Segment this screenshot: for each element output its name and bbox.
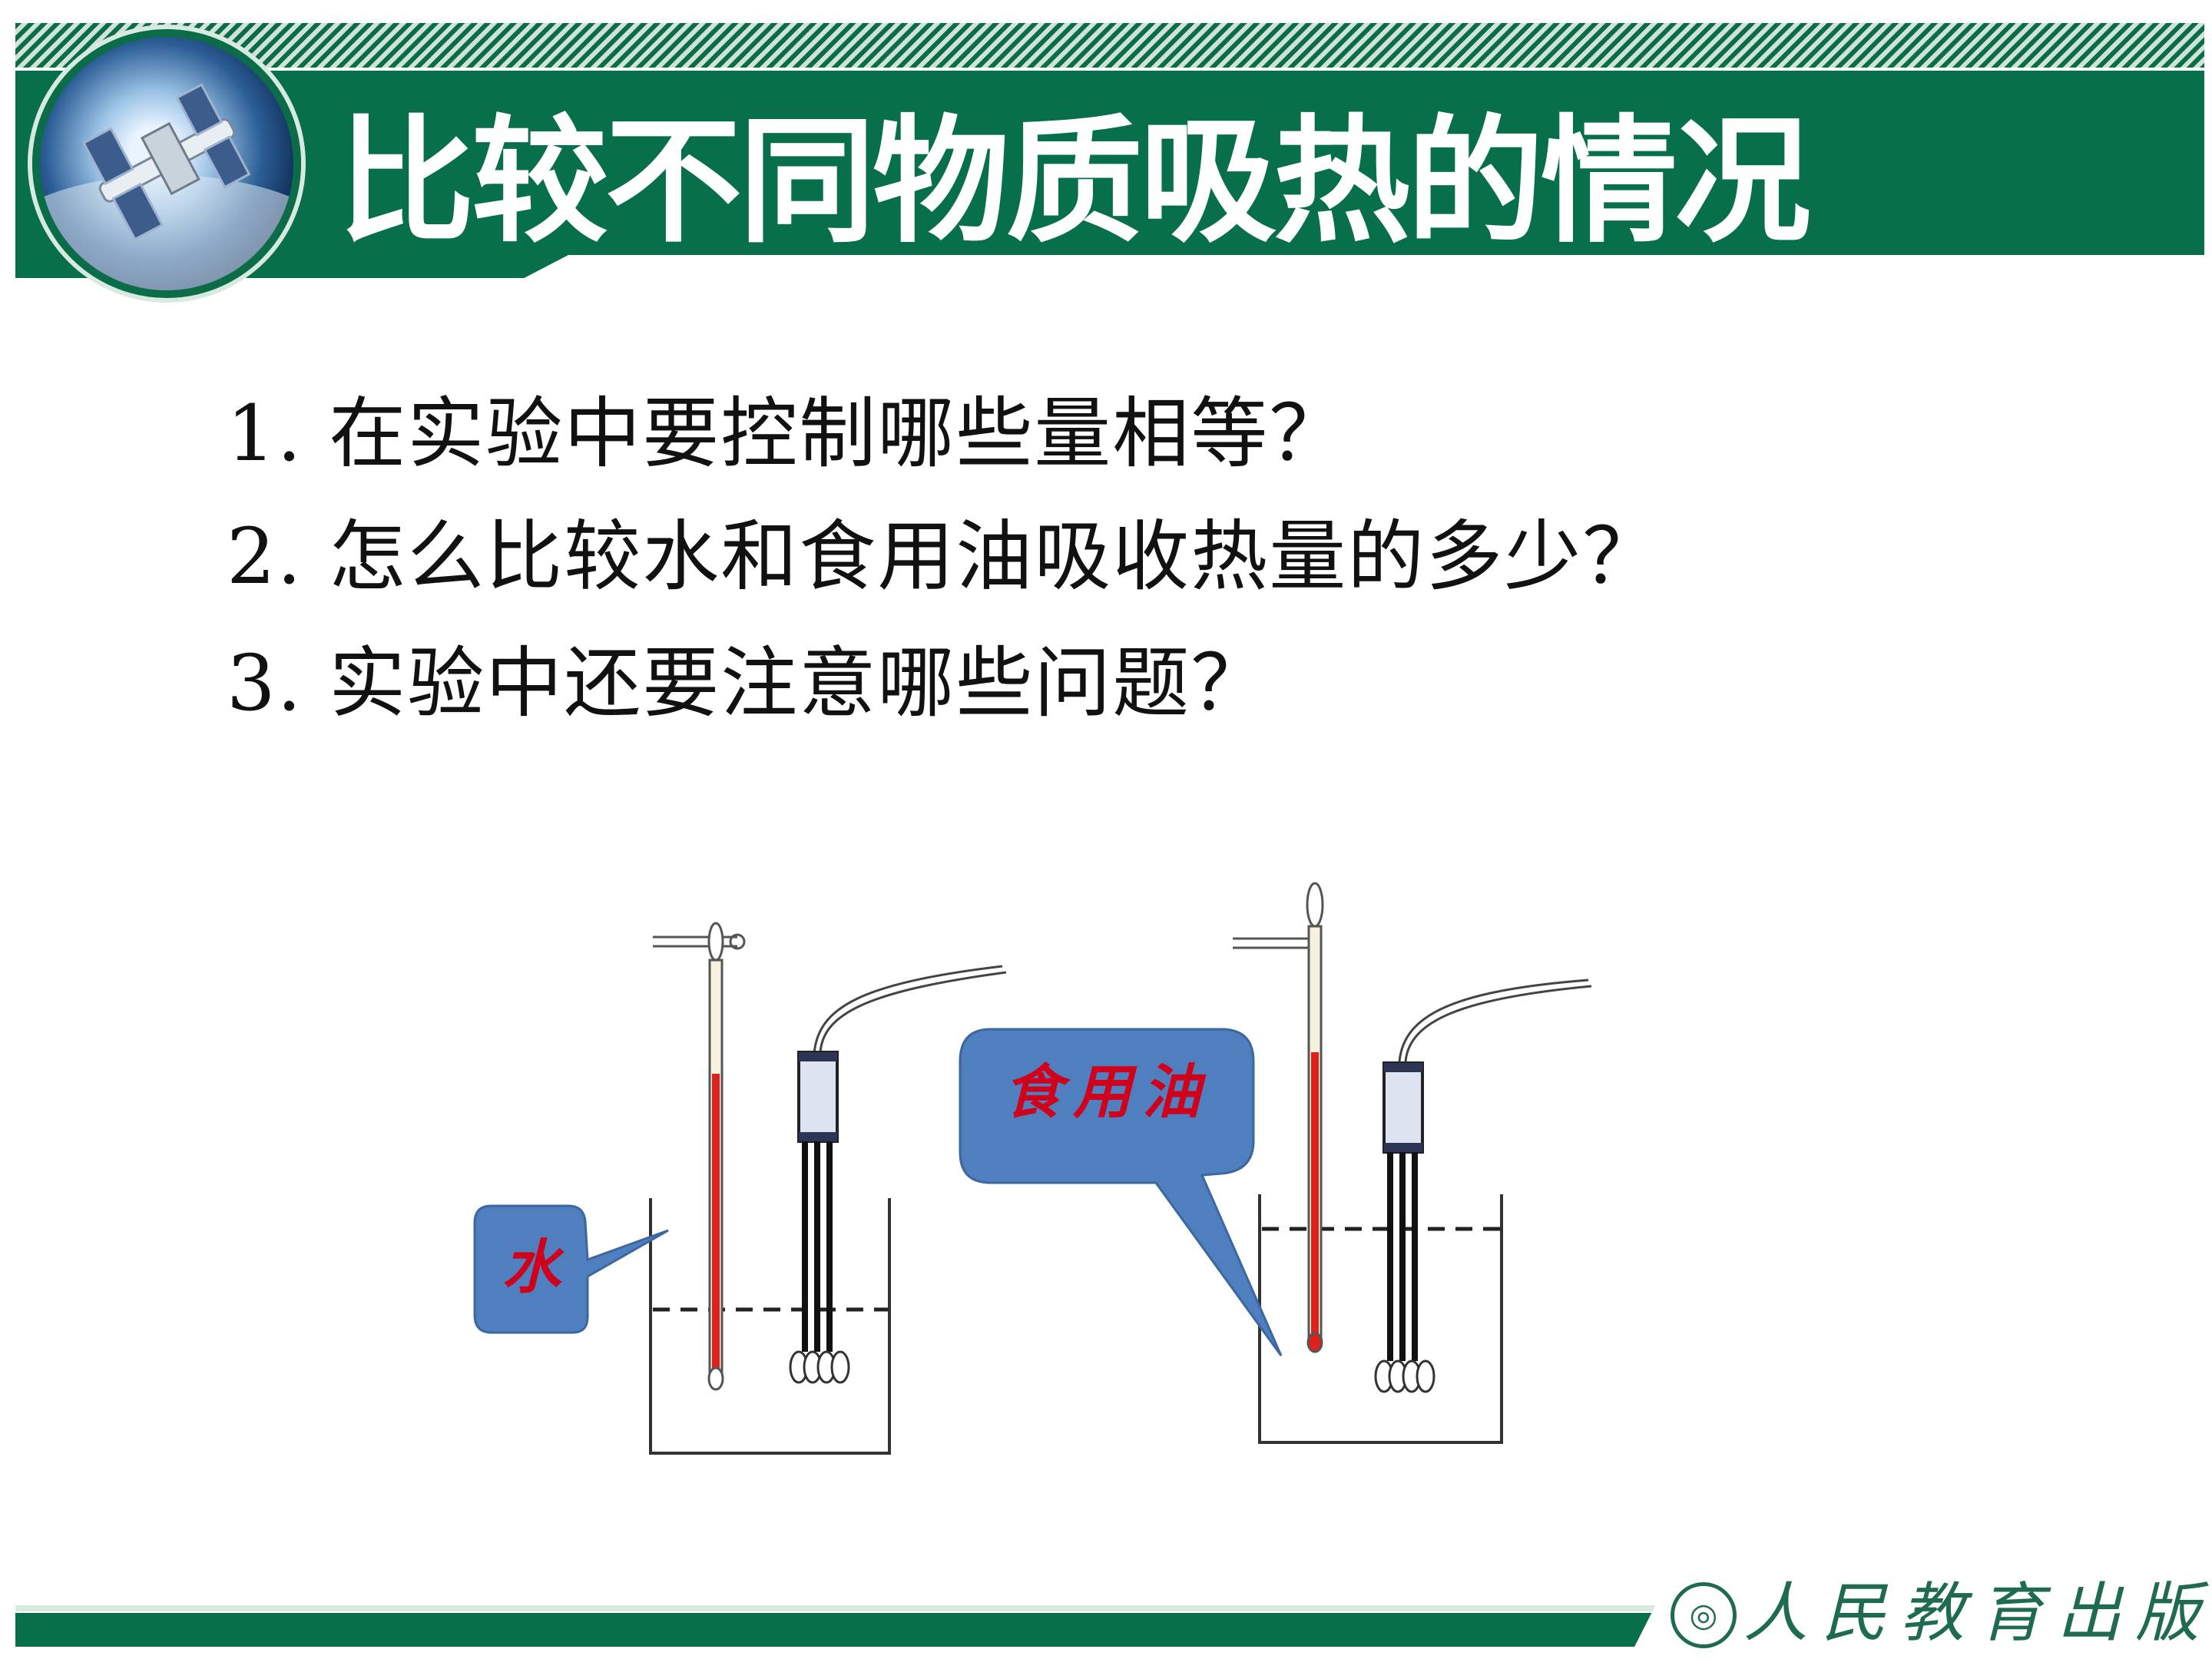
oil-label: 食用油 bbox=[1004, 1058, 1211, 1126]
header-hatch bbox=[15, 23, 2204, 68]
left-thermometer-mercury bbox=[712, 1074, 720, 1375]
space-station-icon bbox=[40, 83, 293, 290]
question-text: 怎么比较水和食用油吸收热量的多少？ bbox=[329, 512, 1661, 601]
question-number: 1. bbox=[227, 389, 303, 478]
question-2: 2. 怎么比较水和食用油吸收热量的多少？ bbox=[227, 511, 1661, 603]
right-heater-cable bbox=[1404, 985, 1592, 1062]
question-number: 2. bbox=[227, 512, 303, 601]
left-heater-head bbox=[797, 1051, 839, 1143]
water-callout: 水 bbox=[473, 1204, 669, 1334]
oil-callout: 食用油 bbox=[959, 1028, 1283, 1356]
right-thermometer-mercury bbox=[1311, 1052, 1319, 1341]
question-number: 3. bbox=[227, 638, 303, 728]
water-label: 水 bbox=[502, 1233, 565, 1301]
left-thermometer-top bbox=[707, 922, 724, 962]
question-3: 3. 实验中还要注意哪些问题？ bbox=[227, 637, 1269, 730]
page-title: 比较不同物质吸热的情况 bbox=[338, 102, 1811, 261]
publisher-name: 人民教育出版社 bbox=[1743, 1575, 2212, 1651]
header-banner bbox=[15, 71, 2204, 255]
header-divider bbox=[15, 68, 2204, 71]
left-beaker bbox=[649, 1198, 891, 1455]
space-station-emblem-icon bbox=[32, 29, 301, 298]
right-beaker bbox=[1258, 1194, 1503, 1444]
water-setup bbox=[649, 922, 1007, 1455]
right-thermometer-bulb bbox=[1306, 1332, 1323, 1353]
footer-light-line bbox=[15, 1605, 2204, 1611]
left-thermometer-bulb bbox=[707, 1366, 724, 1391]
right-heater-head bbox=[1382, 1061, 1424, 1154]
question-text: 在实验中要控制哪些量相等？ bbox=[329, 389, 1348, 478]
oil-setup bbox=[1233, 882, 1592, 1444]
left-heater-cable bbox=[819, 971, 1007, 1055]
right-thermometer-top bbox=[1306, 882, 1324, 928]
pep-logo-icon: ◎ bbox=[1671, 1582, 1737, 1648]
question-text: 实验中还要注意哪些问题？ bbox=[329, 638, 1270, 728]
question-1: 1. 在实验中要控制哪些量相等？ bbox=[227, 388, 1347, 480]
